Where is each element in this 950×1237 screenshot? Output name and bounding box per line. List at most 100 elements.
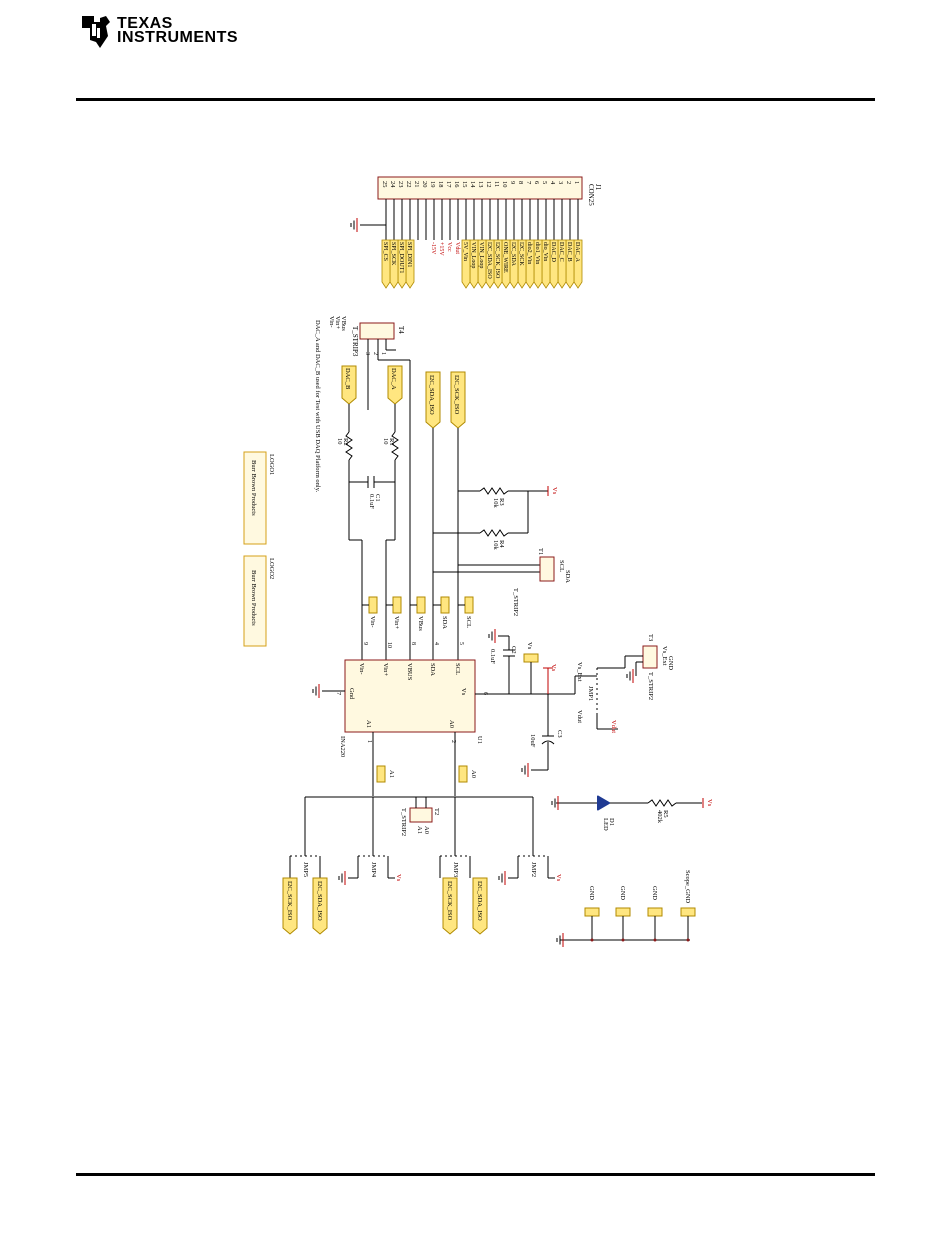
jmp-vs-0: Vs — [395, 874, 402, 882]
ic-a1-pin: A1 — [365, 720, 372, 728]
svg-text:3: 3 — [364, 352, 370, 355]
j1-net-label-12: I2C_SDA_ISO — [486, 242, 492, 279]
r5-value: 402k — [656, 810, 663, 824]
jmp-vs-1: Vs — [555, 874, 562, 882]
j1-pin-15: 15 — [461, 181, 468, 188]
jmp5-ref: JMP5 — [302, 862, 309, 877]
c2-value: 0.1uF — [489, 649, 496, 664]
tp-a0: A0 — [470, 770, 477, 778]
logo1-text: Burr Brown Products — [250, 460, 257, 516]
r4-ref: R4 — [498, 540, 505, 548]
net-vs-ic: Vs — [550, 664, 557, 672]
t4-pin-vinp: Vin+ — [334, 316, 341, 329]
ic-part: INA220 — [339, 736, 346, 757]
tp-4 — [464, 596, 474, 614]
j1-pin-12: 12 — [485, 181, 492, 188]
j1-pin-22: 22 — [405, 181, 412, 188]
r1-ref: R1 — [388, 438, 395, 446]
company-line1: Texas — [117, 15, 173, 32]
jumper-jmp1: JMP1 Vs_Ext Vdut Vdut T3 Vs_Ext GND T_ST… — [574, 634, 674, 733]
t1-part: T_STRIP2 — [512, 588, 519, 616]
vs-decoupling: C2 0.1uF Vs Vs C3 10uF — [488, 628, 563, 778]
j1-net-tag-25 — [381, 239, 391, 289]
ic-pin-num-4: 5 — [458, 642, 464, 645]
jmp4-ref: JMP4 — [370, 862, 377, 878]
r1-value: 10 — [382, 438, 389, 445]
ic-a0-pin: A0 — [448, 720, 455, 728]
j1-net-label-23: SPI_DOUT1 — [398, 242, 404, 273]
ic-pin-num-1: 10 — [386, 642, 392, 648]
connector-j1: 1234567891011121314151617181920212223242… — [350, 176, 602, 289]
jmp1-ref: JMP1 — [587, 686, 594, 701]
bottom-tag-0 — [282, 877, 298, 935]
c3-ref: C3 — [556, 730, 563, 738]
r3-ref: R3 — [498, 498, 505, 506]
tp-a1: A1 — [388, 770, 395, 778]
j1-pin-4: 4 — [549, 181, 556, 185]
ic-gnd-num: 7 — [335, 692, 341, 695]
footer-rule — [76, 1173, 875, 1176]
ic-pin-name-3: SDA — [429, 663, 436, 676]
svg-text:1: 1 — [380, 352, 386, 355]
j1-pin-5: 5 — [541, 181, 548, 184]
ic-pin-num-2: 8 — [410, 642, 416, 645]
j1-pin-10: 10 — [501, 181, 508, 188]
j1-net-label-14: VIN_Loop — [470, 242, 476, 268]
j1-net-label-25: SPI_CS — [382, 242, 388, 261]
j1-pin-25: 25 — [381, 181, 388, 188]
address-block: A1 A0 T2 T_STRIP2 A0 A1 — [304, 765, 534, 840]
logo2-text: Burr Brown Products — [250, 570, 257, 626]
led-value: LED — [602, 818, 609, 831]
r3-value: 10k — [492, 498, 499, 509]
jmp1-p1: Vs_Ext — [576, 662, 583, 682]
gnd-pad-2 — [647, 907, 663, 917]
t1-pin-sda: SDA — [564, 570, 571, 583]
t4-part: T_STRIP3 — [351, 326, 359, 357]
r2-ref: R2 — [342, 438, 349, 446]
j1-pin-21: 21 — [413, 181, 420, 188]
gnd-pad-label-0: GND — [588, 886, 595, 900]
terminal-t4: T4 T_STRIP3 VBus Vin+ Vin- 3 2 1 — [328, 316, 411, 600]
j1-pin-11: 11 — [493, 181, 500, 187]
t3-pin-gnd: GND — [667, 656, 674, 670]
company-line2: Instruments — [117, 29, 239, 46]
j1-net-label-16: Vdut — [454, 242, 460, 254]
svg-text:2: 2 — [372, 352, 378, 355]
j1-net-label-24: SPI_SCK — [390, 242, 396, 266]
net-vs-r3: Vs — [551, 487, 558, 495]
jmp2-ref: JMP2 — [530, 862, 537, 877]
i2c-pullups: I2C_SDA_ISO I2C_SCK_ISO R3 10k R4 10k Vs… — [425, 371, 571, 616]
r4-value: 10k — [492, 540, 499, 551]
gnd-pad-junction-0 — [590, 938, 594, 942]
j1-net-label-5: dio_Vin — [542, 242, 548, 261]
ic-pin-num-0: 9 — [362, 642, 368, 645]
j1-pin-24: 24 — [389, 181, 396, 188]
t2-pin-a1: A1 — [416, 826, 423, 834]
t2-ref: T2 — [433, 808, 440, 815]
j1-pin-3: 3 — [557, 181, 564, 184]
dac-note: DAC_A and DAC_B used for Test with USB D… — [314, 320, 321, 493]
gnd-pad-junction-2 — [653, 938, 657, 942]
j1-pin-19: 19 — [429, 181, 436, 188]
tp-label-3: SDA — [441, 616, 448, 629]
ic-pin-num-3: 4 — [433, 642, 439, 645]
ic-pin-name-2: VBUS — [406, 663, 413, 681]
t3-pin-vsext: Vs_Ext — [661, 646, 668, 666]
r5-ref: R5 — [662, 810, 669, 818]
t3-ref: T3 — [647, 634, 654, 641]
j1-net-label-15: 5V_Vin — [462, 242, 468, 261]
gnd-pad-label-2: GND — [651, 886, 658, 900]
j1-net-label-19: -15V — [430, 242, 436, 255]
c2-ref: C2 — [510, 646, 517, 654]
gnd-pad-0 — [584, 907, 600, 917]
gnd-pad-label-3: Scope_GND — [684, 870, 691, 904]
tp-label-1: Vin+ — [393, 616, 400, 629]
tp-vs-label: Vs — [526, 642, 533, 650]
tp-0 — [368, 596, 378, 614]
bottom-tag-3 — [472, 877, 488, 935]
c3-value: 10uF — [529, 734, 536, 748]
